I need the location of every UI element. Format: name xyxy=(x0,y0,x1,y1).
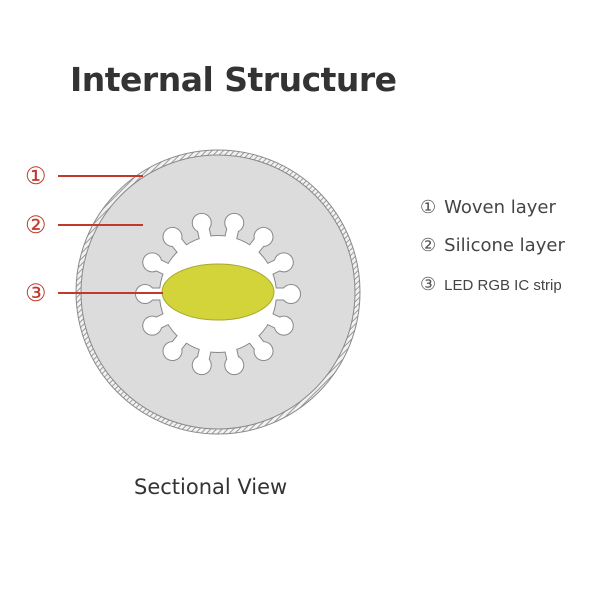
cavity-lobe-tip xyxy=(254,227,273,246)
page-title: Internal Structure xyxy=(70,60,397,99)
cavity-lobe-tip xyxy=(274,316,293,335)
marker-1: ① xyxy=(25,162,47,190)
cavity-lobe-tip xyxy=(192,213,211,232)
cavity-lobe-tip xyxy=(163,342,182,361)
cavity-lobe-tip xyxy=(254,342,273,361)
cavity-lobe-tip xyxy=(143,253,162,272)
marker-3: ③ xyxy=(25,279,47,307)
marker-2: ② xyxy=(25,211,47,239)
cavity-lobe-tip xyxy=(192,356,211,375)
cavity-lobe-tip xyxy=(225,213,244,232)
cavity-lobe-tip xyxy=(225,356,244,375)
caption: Sectional View xyxy=(134,475,288,499)
cavity-lobe-tip xyxy=(143,316,162,335)
cavity-lobe-tip xyxy=(163,227,182,246)
led-strip xyxy=(161,263,275,321)
cavity-lobe-tip xyxy=(274,253,293,272)
cavity-lobe-tip xyxy=(282,285,300,303)
